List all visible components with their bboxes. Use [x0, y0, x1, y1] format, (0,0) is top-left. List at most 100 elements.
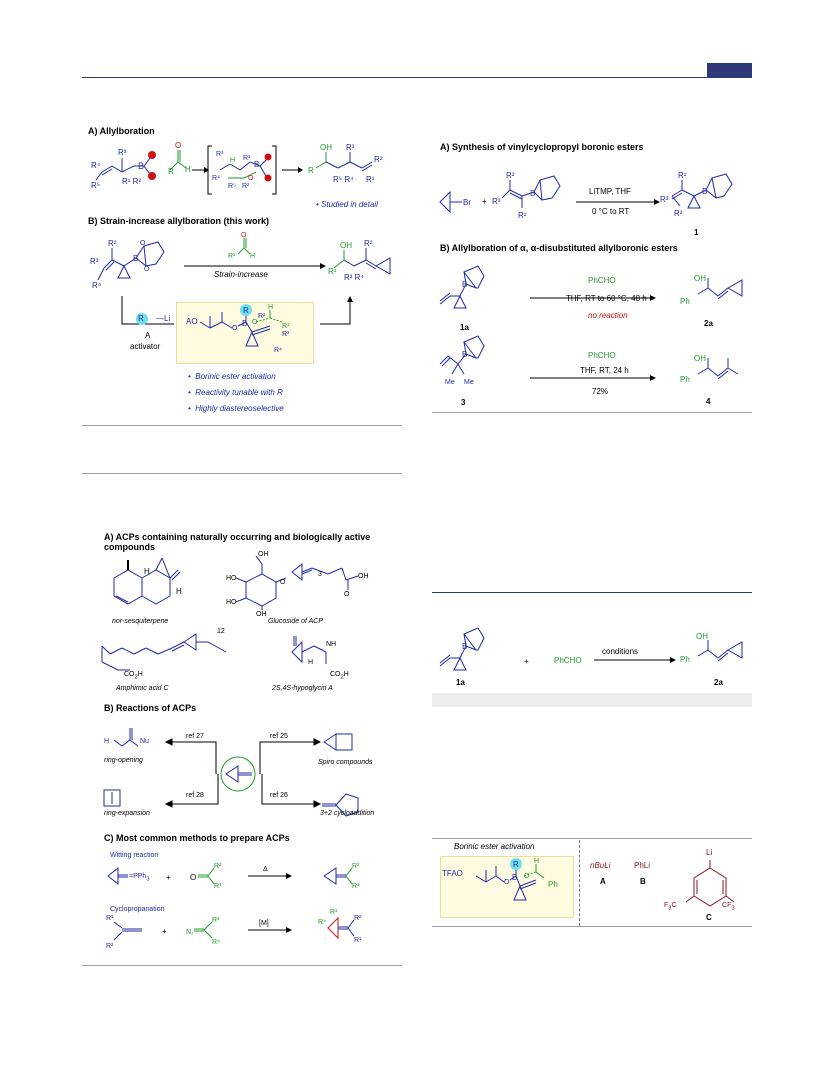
scheme2-row1-structures: B [439, 265, 743, 309]
bullet-2: • Reactivity tunable with R [188, 388, 283, 397]
svg-text:R¹: R¹ [243, 155, 251, 162]
svg-text:B: B [530, 189, 535, 198]
svg-text:R¹: R¹ [328, 267, 337, 276]
scheme3-a-heading: A) ACPs containing naturally occurring a… [104, 532, 371, 553]
svg-text:+: + [482, 197, 487, 206]
activator-r: R [138, 314, 144, 323]
reaction-spiro: Spiro compounds [318, 759, 373, 766]
svg-text:R¹ R²: R¹ R² [122, 177, 141, 186]
svg-text:R⁵: R⁵ [91, 181, 100, 190]
svg-text:B: B [242, 319, 247, 328]
svg-text:O: O [248, 175, 254, 182]
cf3-right-f: F [727, 902, 732, 909]
row2-cond: THF, RT, 24 h [580, 366, 629, 375]
scheme3-bottom-rule [82, 965, 402, 966]
scheme1-borinate-structure: R B O O H R² R¹ R³ R⁴ [199, 304, 290, 354]
svg-text:R: R [168, 167, 174, 176]
svg-text:OH: OH [258, 551, 269, 558]
label-hypoglycin: 2S,4S-hypoglycin A [272, 685, 333, 692]
svg-text:R: R [513, 860, 519, 869]
row1-cond: THF, RT to 60 °C, 48 h [566, 294, 647, 303]
scheme4-table-header [432, 693, 752, 707]
scheme1-a-note: • Studied in detail [316, 200, 378, 209]
svg-text:O: O [175, 141, 181, 150]
activator-letter: A [145, 331, 151, 340]
svg-text:R⁴: R⁴ [91, 161, 101, 170]
label-glucoside: Glucoside of ACP [268, 618, 323, 625]
scheme1-ao-label: AO [186, 317, 198, 326]
scheme1-activation-path [121, 296, 353, 325]
scheme3-top-rule [82, 473, 402, 474]
amphimic-n12: 12 [217, 628, 225, 635]
scheme4-bottom-rule [432, 926, 752, 927]
witting-pph3: =PPh3 [129, 873, 150, 883]
scheme2-b-heading: B) Allylboration of α, α-disubstituted a… [440, 243, 678, 253]
svg-text:H: H [308, 659, 313, 666]
svg-text:O: O [241, 232, 247, 239]
activator-c-cf3-left: F3C [664, 902, 677, 912]
scheme4-top-rule [432, 592, 752, 593]
scheme2-bottom-rule [432, 412, 752, 413]
row1-reagent: PhCHO [588, 276, 616, 285]
svg-text:NH: NH [326, 641, 336, 648]
svg-text:R¹: R¹ [518, 211, 527, 220]
hypoglycin-co2h: CO2H [330, 671, 349, 681]
svg-text:R⁴: R⁴ [92, 281, 102, 290]
scheme2-a-structures: Br + R² R³ R¹ B R¹ R³ R² B [439, 171, 733, 220]
activator-word: activator [130, 342, 161, 351]
svg-text:B: B [254, 160, 259, 169]
row2-reagent: PhCHO [588, 351, 616, 360]
svg-text:R²: R² [106, 943, 114, 950]
svg-text:H: H [250, 253, 255, 260]
svg-text:R¹: R¹ [366, 175, 375, 184]
svg-text:O: O [144, 266, 150, 273]
svg-text:R⁴: R⁴ [318, 919, 326, 926]
scheme4-pr: 2a [714, 678, 723, 687]
header-tab [707, 63, 752, 78]
method-witting: Witting reaction [110, 852, 159, 859]
scheme4-reagent: PhCHO [554, 656, 582, 665]
bullet-1: • Borinic ester activation [188, 372, 276, 381]
reaction-ring-expansion: ring-expansion [104, 810, 150, 817]
scheme2-conditions: 0 °C to RT [592, 207, 630, 216]
svg-text:R²: R² [506, 171, 515, 180]
row1-result: no reaction [588, 311, 628, 320]
activator-b-letter: B [640, 877, 646, 886]
svg-text:R³: R³ [492, 197, 501, 206]
svg-text:R²: R² [354, 915, 362, 922]
scheme2-reagents: LiTMP, THF [589, 187, 631, 196]
scheme4-pr-ph: Ph [680, 655, 690, 664]
svg-text:R³: R³ [118, 148, 127, 157]
header-rule [82, 77, 752, 78]
svg-text:OH: OH [320, 143, 332, 152]
row1-pr-oh: OH [694, 274, 706, 283]
scheme4-box-top-rule [432, 838, 752, 839]
hypoglycin-co2h-text: CO [330, 671, 341, 678]
svg-text:R²: R² [374, 155, 383, 164]
svg-text:R¹: R¹ [352, 883, 360, 890]
svg-text:R³: R³ [90, 257, 99, 266]
scheme3-b-diagram [103, 728, 359, 817]
svg-text:R⁴: R⁴ [212, 175, 220, 182]
svg-text:R⁴: R⁴ [212, 939, 220, 946]
activator-a-letter: A [600, 877, 606, 886]
activator-b-name: PhLi [634, 861, 651, 870]
svg-text:H: H [185, 165, 191, 174]
svg-text:O: O [190, 873, 196, 882]
bullet-3-text: Highly diastereoselective [195, 404, 284, 413]
amphimic-co2h: CO2H [124, 671, 143, 681]
svg-text:+: + [162, 927, 167, 936]
activator-c-cf3-right: CF3 [722, 902, 735, 912]
svg-text:R¹: R¹ [678, 171, 687, 180]
svg-text:HO: HO [226, 575, 237, 582]
cyclopropanation-metal: [M] [259, 920, 269, 927]
svg-text:B: B [702, 187, 707, 196]
svg-text:H: H [176, 587, 182, 596]
scheme3-b-heading: B) Reactions of ACPs [104, 703, 197, 713]
svg-text:H: H [144, 567, 150, 576]
witting-pph3-text: PPh [133, 873, 147, 880]
scheme4-arrow-label: conditions [602, 647, 639, 656]
svg-text:R¹: R¹ [214, 883, 222, 890]
scheme4-sm: 1a [456, 678, 465, 687]
svg-text:R³: R³ [660, 195, 669, 204]
